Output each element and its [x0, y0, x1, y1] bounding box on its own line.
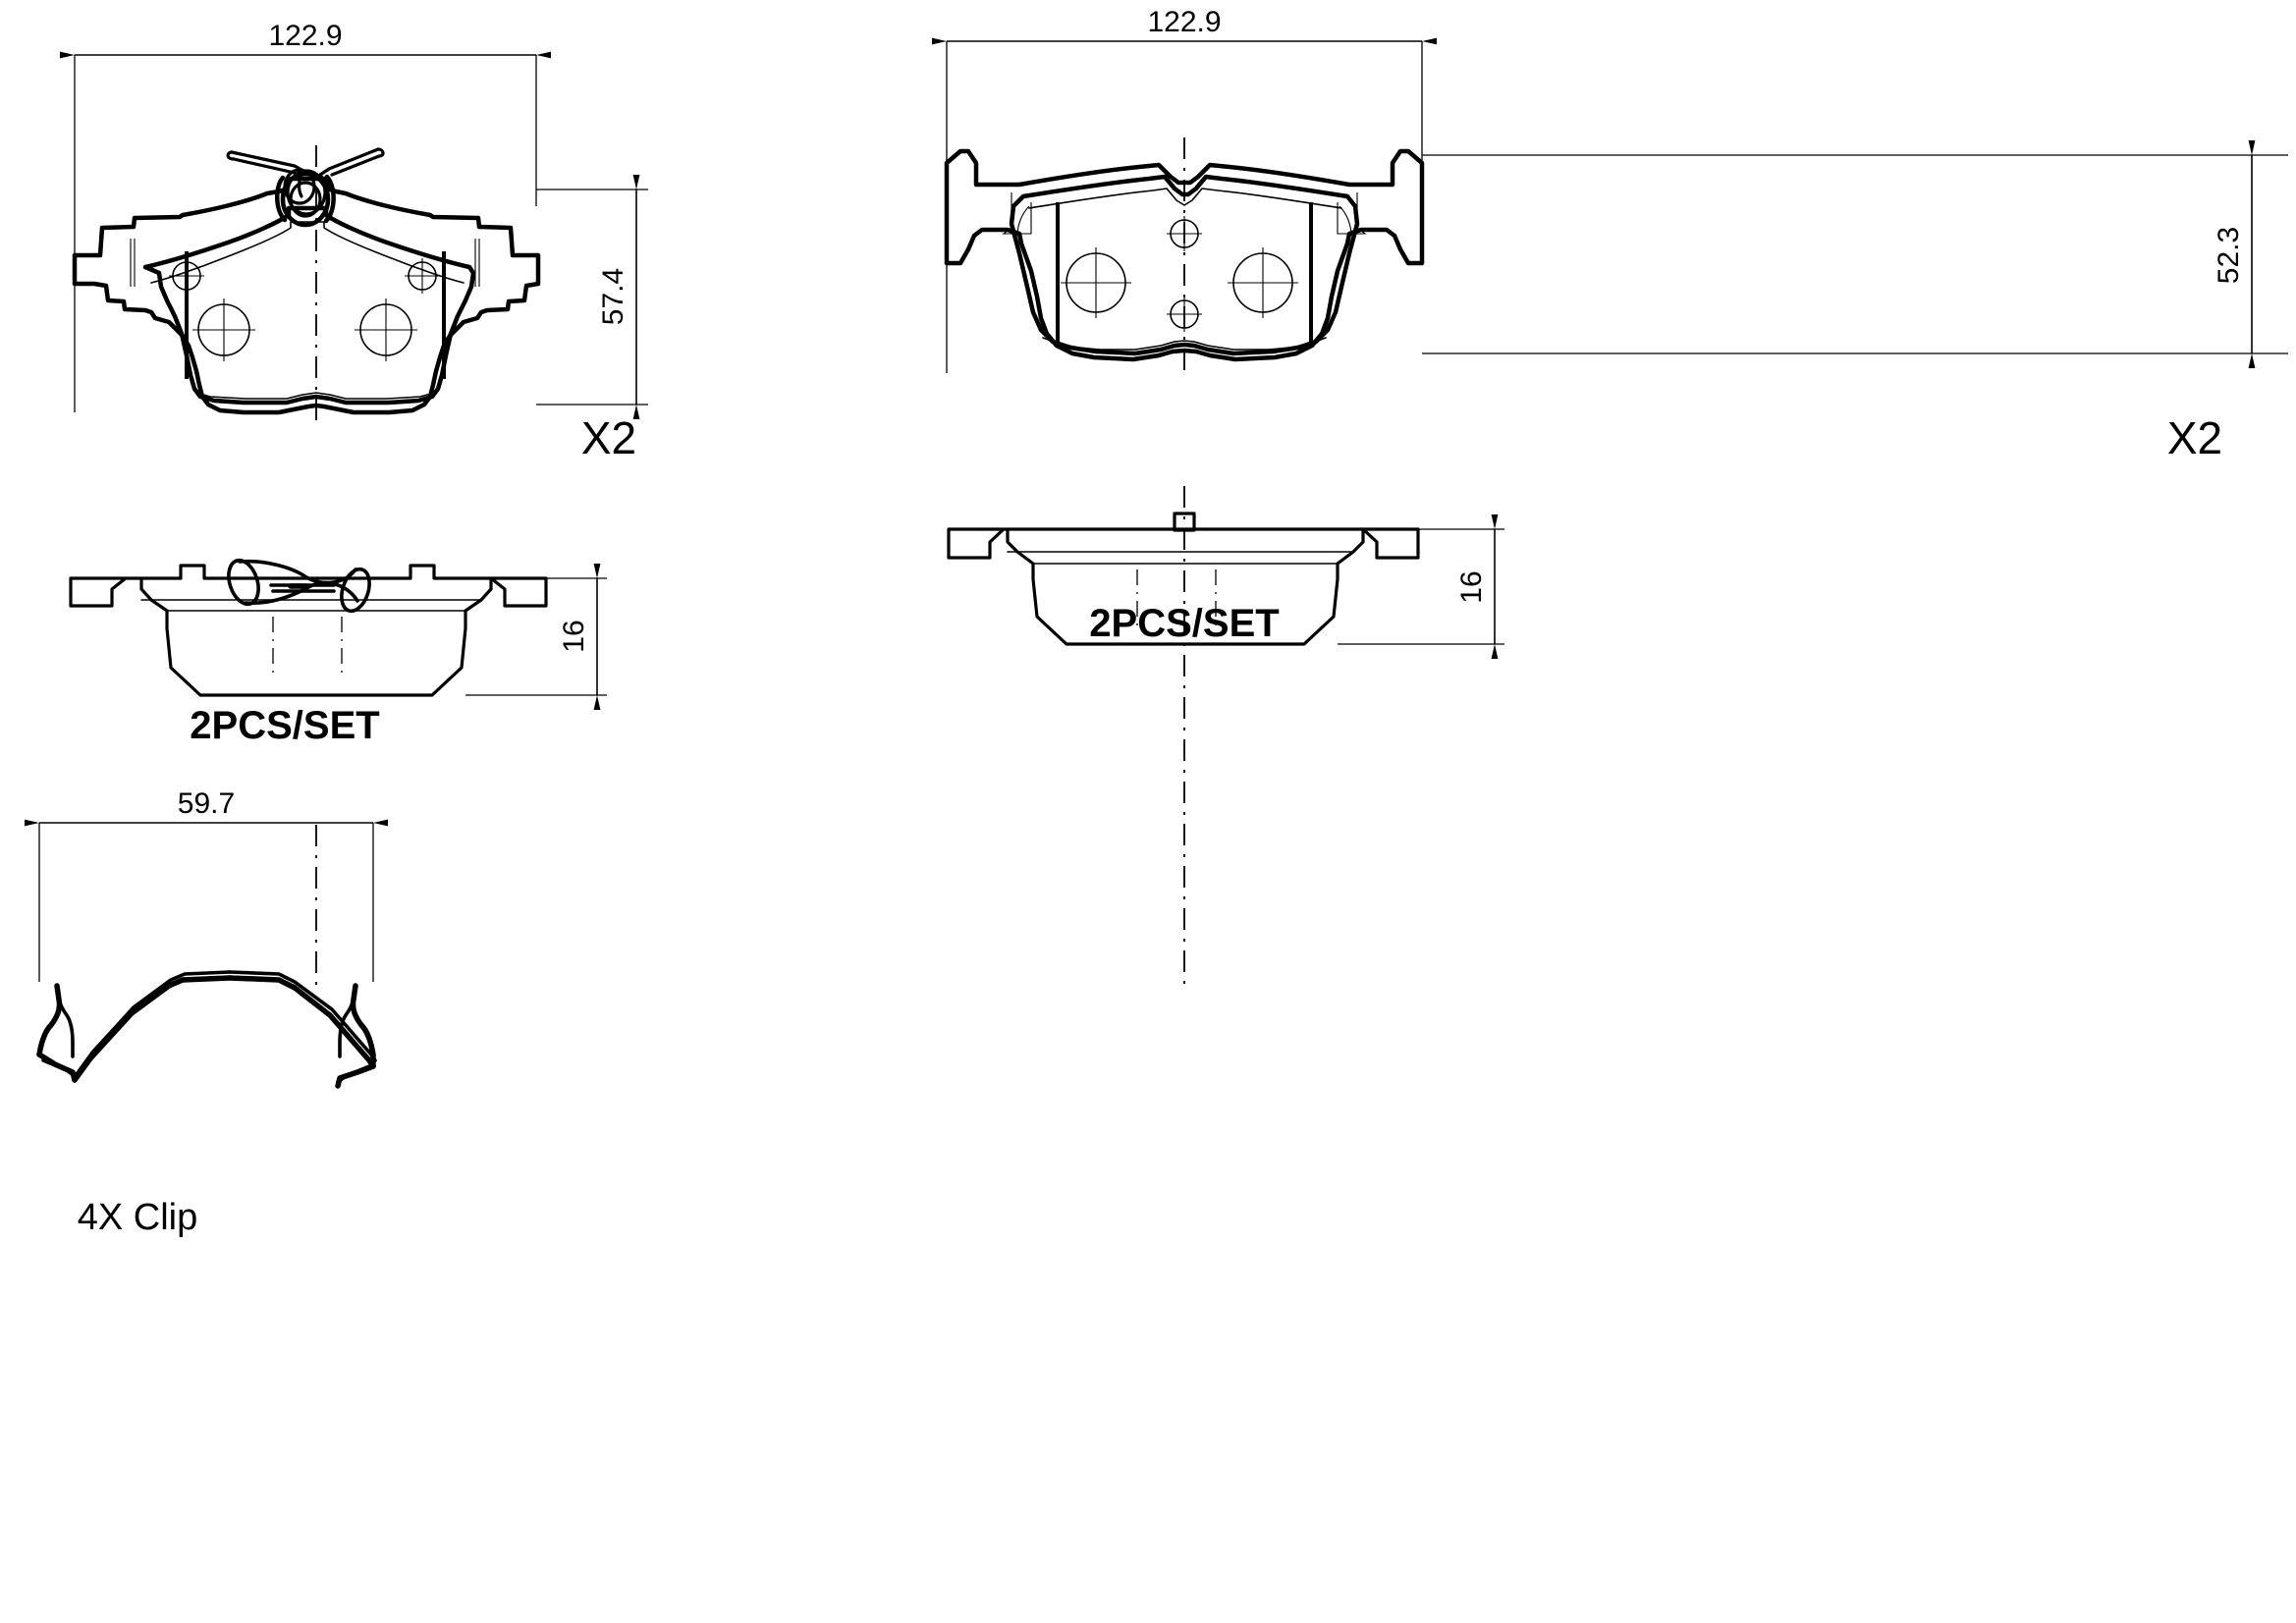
rear-pad-lower-hole-right: [355, 298, 417, 361]
rear-pad-height-value: 57.4: [597, 268, 629, 325]
rear-pad-backing-plate: [72, 176, 541, 415]
rear-pad-width-value: 122.9: [268, 20, 342, 52]
front-pad-backing-plate: [944, 148, 1425, 362]
front-pad-center-hole-top: [1167, 216, 1202, 251]
front-pad-set-label: 2PCS/SET: [1089, 602, 1279, 645]
rear-pad-wear-sensor-clip: [226, 147, 385, 228]
clip-body: [36, 970, 377, 1089]
front-pad-large-hole-left: [1061, 247, 1131, 318]
front-pad-width-dimension: 122.9: [932, 6, 1437, 373]
front-pad-height-value: 52.3: [2213, 227, 2245, 284]
front-pad-group: 122.9 52.3: [932, 6, 2288, 463]
rear-pad-side-profile: [69, 564, 548, 697]
clip-width-value: 59.7: [178, 787, 235, 820]
front-pad-shoulder-detail: [1002, 192, 1367, 237]
clip-quantity-label: 4X Clip: [78, 1197, 198, 1238]
clip-group: 59.7 4X Clip: [25, 787, 388, 1238]
rear-pad-thickness-dimension: 16: [465, 564, 607, 710]
rear-pad-set-label: 2PCS/SET: [190, 704, 379, 747]
rear-pad-height-dimension: 57.4: [536, 175, 648, 419]
front-pad-side-view-group: 16 2PCS/SET: [947, 486, 1504, 992]
rear-pad-upper-hole-left: [169, 258, 204, 294]
front-pad-width-value: 122.9: [1147, 6, 1221, 38]
front-pad-quantity-label: X2: [2167, 412, 2222, 463]
clip-width-dimension: 59.7: [25, 787, 388, 982]
front-pad-thickness-value: 16: [1455, 570, 1488, 603]
rear-pad-quantity-label: X2: [581, 412, 636, 463]
front-pad-side-profile: [947, 527, 1420, 646]
front-pad-thickness-dimension: 16: [1338, 514, 1504, 659]
front-pad-height-dimension: 52.3: [1422, 140, 2288, 368]
rear-pad-upper-hole-right: [405, 258, 440, 294]
rear-pad-side-view-group: 16 2PCS/SET: [69, 558, 607, 990]
front-pad-center-hole-bottom: [1167, 297, 1202, 332]
rear-pad-thickness-value: 16: [558, 620, 590, 652]
front-pad-large-hole-right: [1228, 247, 1298, 318]
front-pad-face-grooves: [1056, 202, 1313, 342]
rear-pad-face-grooves: [185, 251, 446, 379]
rear-pad-group: 122.9 57.4: [60, 20, 648, 463]
rear-pad-width-dimension: 122.9: [60, 20, 551, 412]
rear-pad-lower-hole-left: [192, 298, 255, 361]
front-pad-friction-material: [1009, 174, 1360, 356]
rear-pad-friction-material: [142, 205, 476, 406]
rear-pad-side-sensor-clip: [227, 558, 371, 614]
rear-pad-shoulder-ticks: [130, 239, 480, 287]
